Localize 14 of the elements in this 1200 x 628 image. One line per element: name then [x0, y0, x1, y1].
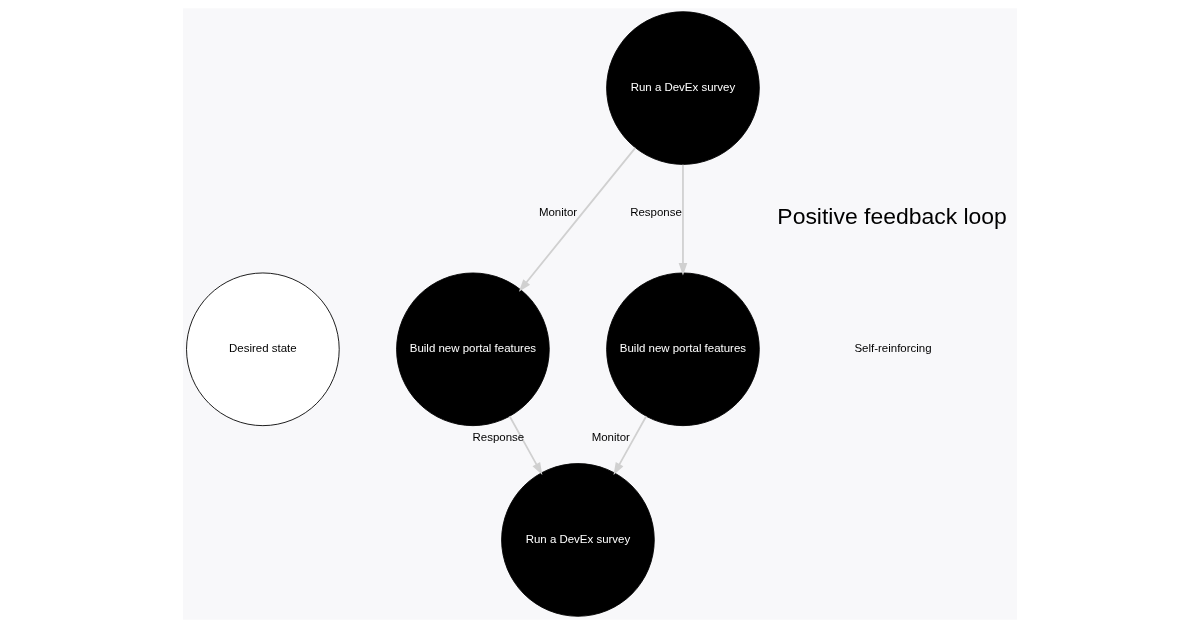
node-circle: Run a DevEx survey	[606, 11, 760, 165]
node-circle: Desired state	[186, 272, 340, 427]
edge-label: Monitor	[591, 431, 630, 444]
edge-label: Monitor	[538, 205, 578, 218]
arrow	[613, 415, 648, 476]
label: Positive feedback loop	[777, 203, 1007, 230]
node-circle: Build new portal features	[606, 272, 760, 427]
label: Self-reinforcing	[854, 342, 932, 355]
arrow	[518, 146, 637, 292]
arrow	[508, 415, 543, 476]
arrow	[678, 163, 688, 276]
node-circle: Build new portal features	[396, 272, 550, 427]
edge-label: Response	[472, 431, 525, 444]
edge-label: Response	[630, 205, 682, 218]
